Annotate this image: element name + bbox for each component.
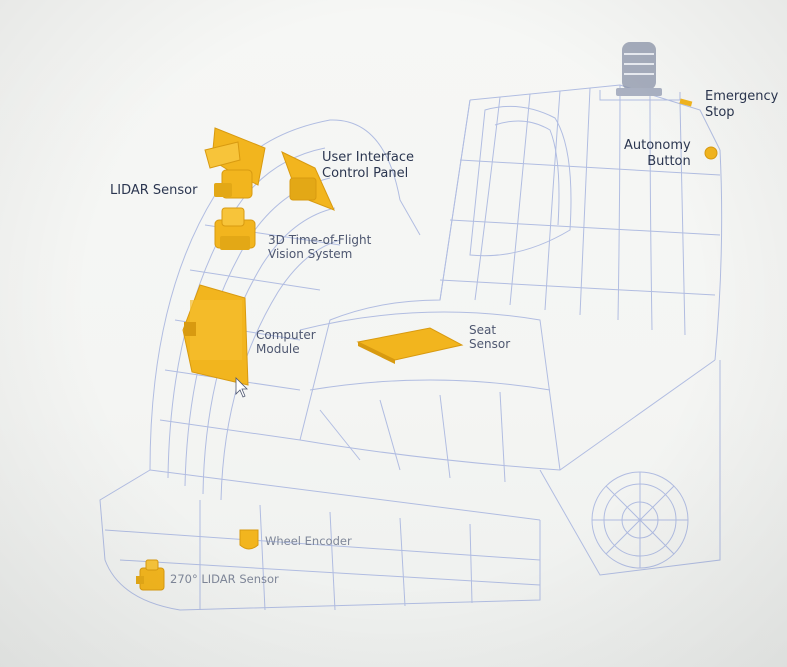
emergency-stop-label: Emergency Stop [705,89,779,120]
wheel-encoder-label: Wheel Encoder [265,534,352,548]
seat-sensor-component [356,327,464,364]
computer-module-component [182,284,249,386]
lidar-sensor-component [204,127,266,199]
tof-vision-system-component [214,207,256,250]
warning-beacon-icon [616,42,662,96]
autonomy-button-component [704,146,718,160]
emergency-stop-component [679,98,693,107]
computer-module-label: Computer Module [256,328,316,357]
user-interface-control-panel-label: User Interface Control Panel [322,150,414,181]
seat-sensor-label: Seat Sensor [469,323,511,352]
vehicle-wireframe [99,84,723,611]
lidar-sensor-label: LIDAR Sensor [110,183,198,198]
autonomy-button-label: Autonomy Button [624,138,691,169]
mouse-pointer-icon [235,377,248,398]
lidar-270-sensor-component [136,559,165,591]
wheel-encoder-component [239,529,259,550]
tof-vision-system-label: 3D Time-of-Flight Vision System [268,233,372,262]
user-interface-control-panel-component [281,151,335,211]
lidar-270-sensor-label: 270° LIDAR Sensor [170,572,279,586]
